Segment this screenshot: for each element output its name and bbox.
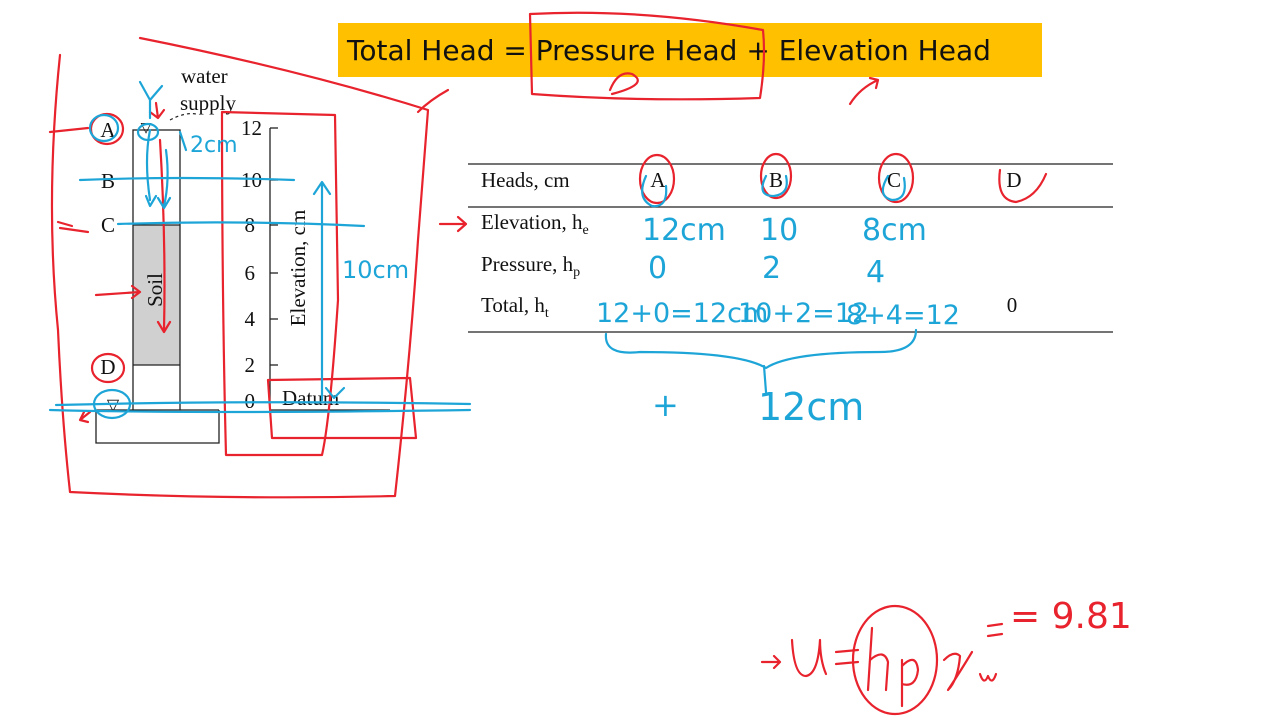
table-column-d: D bbox=[1006, 168, 1021, 192]
red-circle-col-a bbox=[638, 153, 676, 205]
formula-h bbox=[866, 626, 890, 692]
blue-circle-supply bbox=[136, 122, 160, 142]
red-arrow-soil bbox=[94, 284, 142, 300]
red-pressure-head-box bbox=[528, 11, 766, 101]
formula-equals bbox=[834, 648, 860, 666]
red-flow-arrow bbox=[156, 138, 172, 334]
pressure-b: 2 bbox=[762, 251, 781, 286]
red-arrow-elevation-row bbox=[438, 215, 468, 233]
formula-gamma bbox=[942, 650, 974, 692]
water-supply-label-line2: supply bbox=[180, 91, 237, 115]
blue-circle-col-b bbox=[761, 174, 788, 198]
water-supply-label-line1: water bbox=[181, 64, 228, 88]
red-circle-d bbox=[90, 352, 126, 384]
row-label-total: Total, ht bbox=[481, 293, 549, 321]
red-ink-annotations: = 9.81 bbox=[48, 11, 1132, 716]
blue-brace-tip bbox=[762, 364, 768, 394]
blue-flow-arrow-1 bbox=[144, 128, 158, 208]
red-arrow-banner bbox=[416, 88, 450, 114]
row-label-elevation: Elevation, he bbox=[481, 210, 589, 238]
red-mark-a bbox=[48, 126, 90, 134]
formula-arrow bbox=[760, 654, 782, 670]
red-outline-loop bbox=[50, 36, 430, 499]
soil-column-diagram: 12 10 8 6 4 2 0 Elevation, cm Soil Datum… bbox=[95, 64, 390, 444]
blue-circle-col-c bbox=[881, 174, 906, 202]
depth-note: 2cm bbox=[190, 133, 238, 158]
total-b: 10+2=12 bbox=[738, 298, 869, 329]
blue-water-line bbox=[48, 401, 472, 414]
blue-ink-annotations bbox=[48, 80, 918, 420]
total-a: 12+0=12cm bbox=[596, 298, 768, 329]
title-text: Total Head = Pressure Head + Elevation H… bbox=[347, 33, 991, 67]
tick-label-8: 8 bbox=[245, 213, 256, 237]
table-header-label: Heads, cm bbox=[481, 168, 570, 192]
blue-brace bbox=[604, 328, 918, 370]
water-level-triangle-icon: ▽ bbox=[107, 397, 120, 414]
table-column-a: A bbox=[650, 168, 666, 192]
red-datum-box bbox=[266, 376, 418, 440]
blue-height-arrow bbox=[312, 180, 332, 402]
total-d-value: 0 bbox=[1007, 293, 1018, 317]
tick-label-12: 12 bbox=[241, 116, 262, 140]
red-circle-col-c bbox=[877, 152, 915, 204]
total-c: 8+4=12 bbox=[846, 300, 960, 331]
soil-label: Soil bbox=[143, 273, 167, 307]
point-label-c: C bbox=[101, 213, 115, 237]
water-supply-pointer bbox=[169, 113, 197, 121]
red-arrow-supply bbox=[148, 101, 166, 120]
table-column-b: B bbox=[769, 168, 783, 192]
formula-p bbox=[900, 658, 920, 708]
tick-label-10: 10 bbox=[241, 168, 262, 192]
blue-line-b bbox=[78, 176, 296, 182]
table-column-c: C bbox=[887, 168, 901, 192]
formula-hp-circle bbox=[851, 604, 939, 716]
red-arrow-elevation bbox=[848, 76, 880, 106]
elevation-c: 8cm bbox=[862, 213, 927, 248]
tick-label-4: 4 bbox=[245, 307, 256, 331]
point-label-b: B bbox=[101, 169, 115, 193]
height-note: 10cm bbox=[342, 256, 409, 284]
pressure-c: 4 bbox=[866, 255, 885, 290]
red-marks-c bbox=[56, 220, 90, 234]
formula-value: = 9.81 bbox=[1010, 596, 1132, 637]
plus-sign: + bbox=[652, 386, 679, 424]
blue-height-arrow-base bbox=[324, 386, 346, 400]
elevation-a: 12cm bbox=[642, 213, 726, 248]
axis-label: Elevation, cm bbox=[286, 210, 310, 327]
pressure-a: 0 bbox=[648, 251, 667, 286]
soil-tube bbox=[132, 129, 181, 411]
soil-region bbox=[133, 225, 180, 365]
elevation-b: 10 bbox=[760, 213, 798, 248]
red-circle-col-b bbox=[759, 152, 793, 200]
water-level-triangle-icon: ▽ bbox=[141, 121, 152, 136]
red-arrow-reservoir bbox=[78, 410, 92, 424]
formula-w bbox=[978, 672, 998, 682]
blue-supply-mark bbox=[138, 80, 164, 120]
blue-circle-col-a bbox=[641, 174, 668, 208]
point-label-a: A bbox=[100, 118, 116, 142]
title-banner: Total Head = Pressure Head + Elevation H… bbox=[338, 23, 1042, 77]
tick-label-6: 6 bbox=[245, 261, 256, 285]
blue-handwriting: 2cm 10cm 12cm 10 8cm 0 2 4 12+0=12cm 10+… bbox=[190, 133, 960, 429]
blue-line-c bbox=[116, 221, 366, 228]
tick-label-2: 2 bbox=[245, 353, 256, 377]
formula-u bbox=[790, 638, 828, 678]
tick-label-0: 0 bbox=[245, 389, 256, 413]
red-squiggle bbox=[608, 72, 639, 96]
heads-table: Heads, cm A B C D Elevation, he Pressure… bbox=[468, 163, 1113, 333]
red-circle-col-d bbox=[998, 168, 1048, 204]
blue-circle-datum bbox=[92, 388, 132, 420]
row-label-pressure: Pressure, hp bbox=[481, 252, 580, 280]
point-label-d: D bbox=[100, 355, 115, 379]
lower-reservoir bbox=[95, 410, 220, 444]
formula-equals-2 bbox=[986, 622, 1004, 638]
blue-circle-a bbox=[88, 113, 120, 143]
red-axis-box bbox=[220, 110, 340, 457]
total-result: 12cm bbox=[758, 385, 864, 429]
blue-depth-bracket bbox=[178, 130, 188, 152]
